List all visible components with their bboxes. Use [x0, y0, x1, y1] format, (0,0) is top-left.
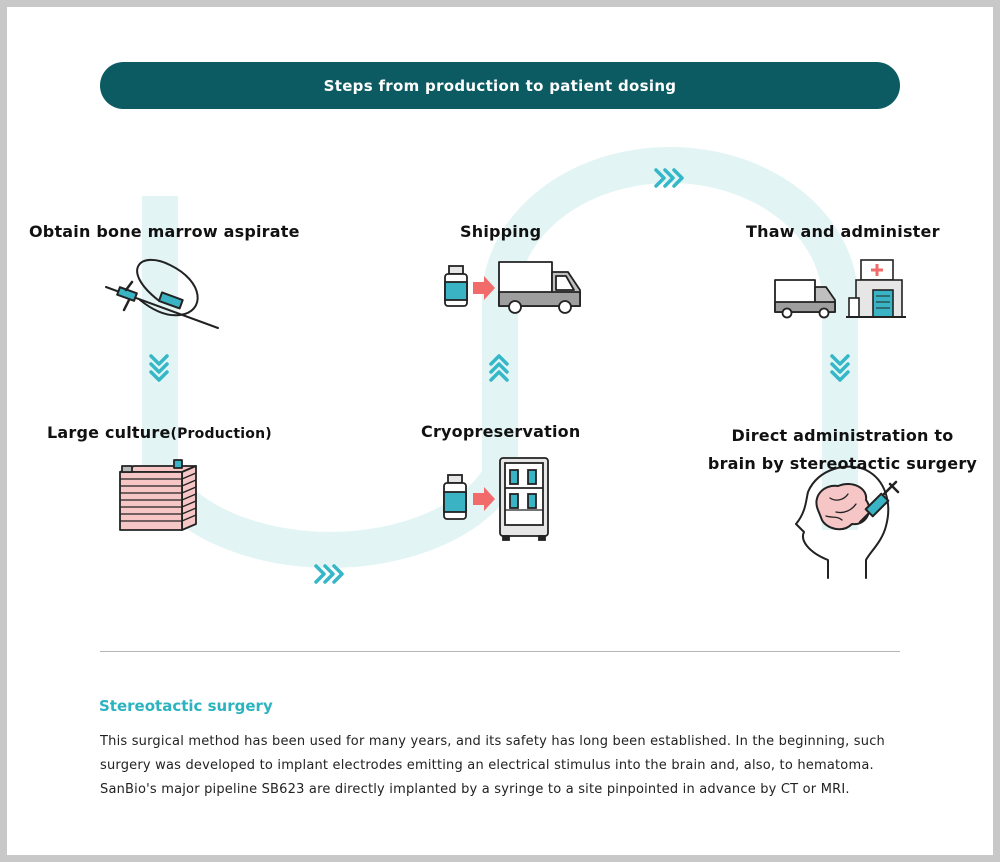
step-thaw-label: Thaw and administer — [746, 222, 940, 241]
step-label-text: Thaw and administer — [746, 222, 940, 241]
step-label-text: Obtain bone marrow aspirate — [29, 222, 300, 241]
chevron-right-icon — [314, 564, 344, 584]
truck-icon — [774, 279, 836, 319]
hospital-icon — [846, 259, 906, 318]
step-label-line: brain by stereotactic surgery — [707, 454, 978, 473]
section-divider — [100, 651, 900, 652]
arrow-right-icon — [473, 276, 495, 300]
note-body: This surgical method has been used for m… — [100, 734, 885, 797]
culture-flask-stack-icon — [119, 459, 197, 531]
header-title-bar: Steps from production to patient dosing — [100, 62, 900, 109]
step-direct-administration-label: Direct administration to brain by stereo… — [700, 422, 985, 478]
arrow-right-icon — [473, 487, 495, 511]
vial-icon — [443, 474, 467, 520]
step-culture-label: Large culture(Production) — [47, 423, 272, 442]
step-label-subtext: (Production) — [170, 426, 272, 442]
step-label-text: Large culture — [47, 423, 171, 442]
freezer-icon — [499, 457, 549, 541]
step-obtain-label: Obtain bone marrow aspirate — [29, 222, 300, 241]
step-label-line: Direct administration to — [731, 426, 954, 445]
step-shipping-label: Shipping — [460, 222, 541, 241]
needle-icon — [105, 259, 219, 329]
header-title: Steps from production to patient dosing — [323, 76, 677, 95]
vial-icon — [444, 265, 468, 307]
truck-icon — [498, 261, 581, 314]
head-syringe-icon — [795, 465, 900, 579]
chevron-right-icon — [654, 168, 684, 188]
step-cryopreservation-label: Cryopreservation — [421, 422, 580, 441]
note-title: Stereotactic surgery — [99, 697, 273, 715]
chevron-down-icon — [830, 354, 850, 382]
chevron-down-icon — [149, 354, 169, 382]
step-label-text: Cryopreservation — [421, 422, 581, 441]
step-label-text: Shipping — [460, 222, 542, 241]
chevron-up-icon — [489, 354, 509, 382]
